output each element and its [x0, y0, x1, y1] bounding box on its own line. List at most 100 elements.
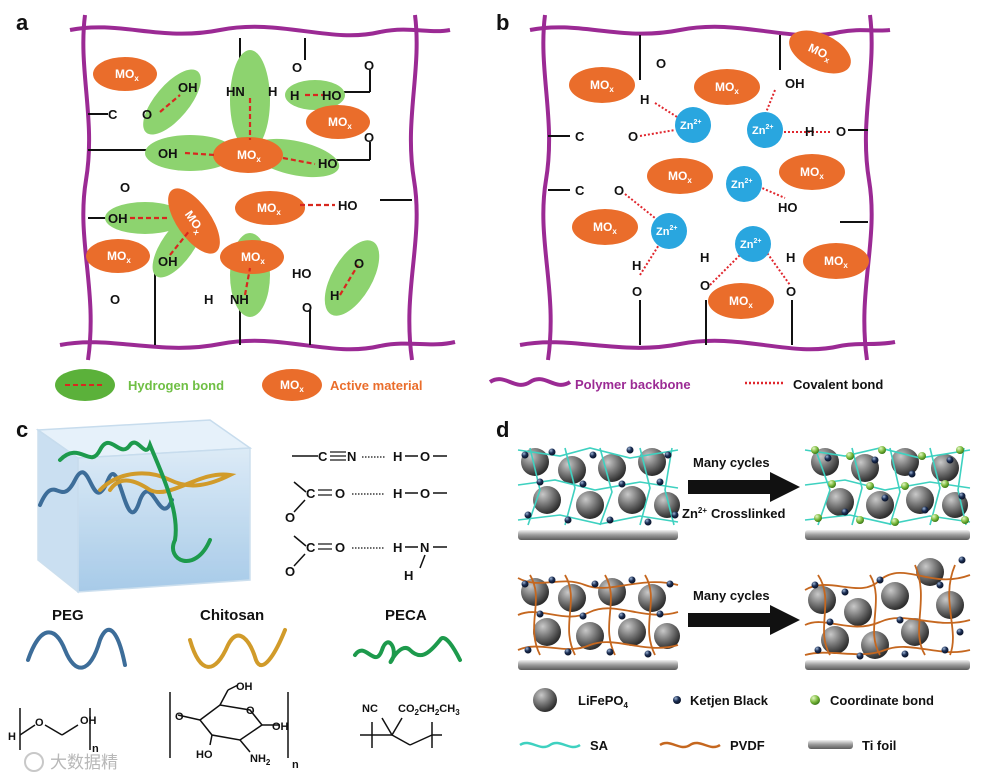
- o-label: O: [120, 180, 130, 195]
- ti-foil: [805, 530, 970, 540]
- mo-label: MOx: [729, 294, 753, 310]
- electrode-sa-before: [517, 446, 680, 540]
- polymer-strands: [38, 439, 237, 563]
- backbone-frame-b: [519, 14, 896, 361]
- peg-oh: OH: [80, 715, 97, 727]
- ti-foil: [518, 530, 678, 540]
- pvdf-network: [517, 574, 679, 656]
- ti-foil: [805, 660, 970, 670]
- many-cycles-label-2: Many cycles: [693, 588, 770, 603]
- electrode-sa-after: [804, 446, 971, 540]
- oh-label: OH: [785, 76, 805, 91]
- peg-n: n: [92, 743, 99, 755]
- mo-label: MOx: [668, 169, 692, 185]
- coordinate-bonds: [811, 446, 969, 526]
- o-label: O: [656, 56, 666, 71]
- chitosan-nh2: NH2: [250, 753, 271, 767]
- arrow-pvdf: [688, 605, 800, 635]
- zn-label: Zn2+: [731, 178, 752, 191]
- o-label: O: [614, 183, 624, 198]
- watermark: 大数据精: [24, 752, 118, 773]
- ho-label: HO: [322, 88, 342, 103]
- o-label: O: [836, 124, 846, 139]
- mo-label: MOx: [257, 201, 281, 217]
- lifepo4-particles: [521, 448, 680, 519]
- o-label: O: [354, 256, 364, 271]
- o-label: O: [110, 292, 120, 307]
- active-material-legend-text: Active material: [330, 378, 423, 393]
- mo-label: MOx: [715, 80, 739, 96]
- panel-label-d: d: [496, 417, 509, 442]
- panel-label-a: a: [16, 10, 29, 35]
- zn-label: Zn2+: [740, 238, 761, 251]
- ho-label: HO: [778, 200, 798, 215]
- panel-a: MOx MOx MOx MOx MOx MOx MOx OH C O HN H …: [59, 14, 456, 361]
- mo-legend-label: MOx: [280, 378, 304, 394]
- backbone-legend-swatch: [488, 377, 572, 387]
- oh-label: OH: [158, 254, 178, 269]
- c-label: C: [306, 486, 316, 501]
- peg-h: H: [8, 731, 16, 743]
- mo-label: MOx: [237, 148, 261, 164]
- mo-ellipses-b: [569, 30, 869, 319]
- panel-d: Many cycles Zn2+Crosslinked: [517, 446, 971, 753]
- ketjen-black: [811, 556, 966, 660]
- h-label: H: [700, 250, 709, 265]
- electrolyte-box: [35, 419, 253, 594]
- c-label: C: [575, 183, 585, 198]
- pvdf-legend-text: PVDF: [730, 738, 765, 753]
- interaction-formulas: C N H O C O O H O C O: [285, 449, 447, 583]
- ti-legend-text: Ti foil: [862, 738, 896, 753]
- chitosan-title: Chitosan: [200, 607, 264, 624]
- o-label: O: [335, 486, 345, 501]
- n-label: N: [420, 540, 429, 555]
- hn-label: HN: [226, 84, 245, 99]
- ketjen-black: [521, 576, 674, 658]
- peg-title: PEG: [52, 607, 84, 624]
- mo-label: MOx: [593, 220, 617, 236]
- zn-crosslinked-label: Zn2+Crosslinked: [682, 506, 785, 521]
- lifepo4-legend-text: LiFePO4: [578, 693, 629, 710]
- co-o: O: [142, 107, 152, 122]
- ketjen-black: [521, 446, 679, 526]
- lifepo4-particles: [808, 558, 964, 659]
- lifepo4-particles: [521, 578, 680, 650]
- peca-strand: [353, 636, 462, 665]
- peca-co2: CO2CH2CH3: [398, 703, 460, 717]
- o-label: O: [628, 129, 638, 144]
- h-label: H: [290, 88, 299, 103]
- ho-label: HO: [338, 198, 358, 213]
- o-label: O: [420, 449, 430, 464]
- mo-label: MOx: [241, 250, 265, 266]
- peg-strand: [26, 627, 127, 670]
- nh-label: NH: [230, 292, 249, 307]
- o-label: O: [786, 284, 796, 299]
- mo-label: MOx: [800, 165, 824, 181]
- h-label: H: [393, 486, 402, 501]
- chitosan-oh-right: OH: [272, 721, 289, 733]
- h-label: H: [632, 258, 641, 273]
- legend-ab: Hydrogen bond MOx Active material Polyme…: [55, 369, 883, 401]
- chitosan-ho: HO: [196, 749, 213, 761]
- mo-ellipses-a: [86, 57, 370, 274]
- h-label: H: [393, 540, 402, 555]
- ketjen-black: [824, 454, 966, 516]
- ti-legend-swatch: [808, 740, 853, 749]
- ketjen-legend-swatch: [673, 696, 681, 704]
- h-label: H: [404, 568, 413, 583]
- coord-legend-text: Coordinate bond: [830, 693, 934, 708]
- o-label: O: [285, 510, 295, 525]
- chitosan-oh-top: OH: [236, 681, 253, 693]
- o-label: O: [420, 486, 430, 501]
- o-label: O: [632, 284, 642, 299]
- mo-label: MOx: [328, 115, 352, 131]
- o-label: O: [335, 540, 345, 555]
- watermark-text: 大数据精: [50, 753, 118, 773]
- lifepo4-legend-swatch: [533, 688, 557, 712]
- legend-d: LiFePO4 Ketjen Black Coordinate bond SA …: [519, 688, 934, 753]
- h-label: H: [204, 292, 213, 307]
- mo-label: MOx: [107, 249, 131, 265]
- o-label: O: [302, 300, 312, 315]
- chitosan-n: n: [292, 759, 299, 771]
- h-label: H: [393, 449, 402, 464]
